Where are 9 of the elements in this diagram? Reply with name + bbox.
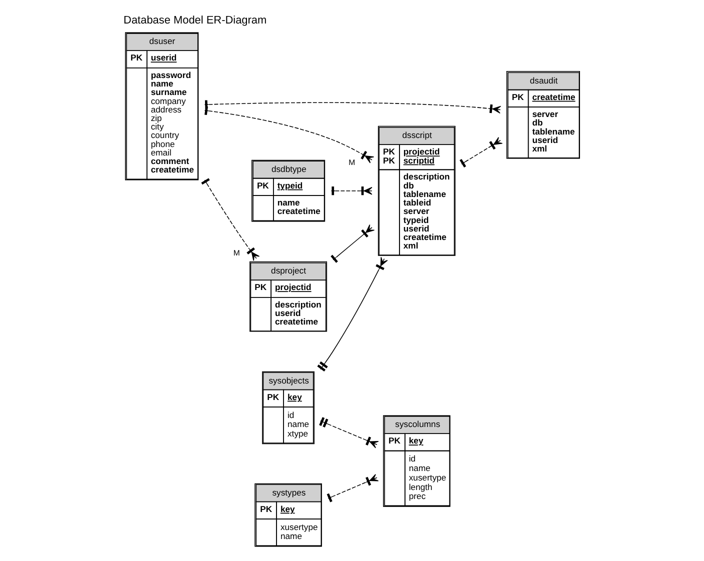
connector [318,417,378,448]
connector [330,224,374,263]
connector [200,178,260,261]
edge-label: M [232,248,240,258]
connector [316,256,388,372]
diagram-title: Database Model ER-Diagram [123,14,266,26]
connector [459,136,502,168]
edge-label: M [348,158,355,168]
connector [326,474,378,502]
